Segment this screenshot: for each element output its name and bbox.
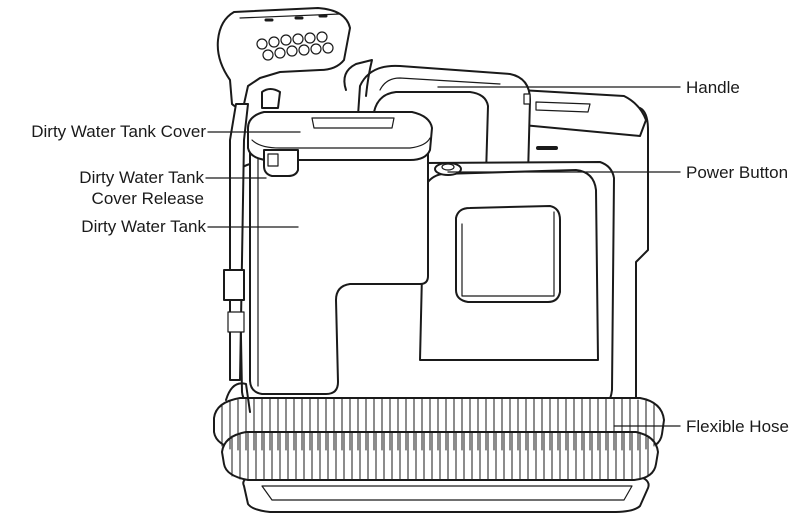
release-button bbox=[267, 153, 279, 167]
label-cover-release-line1: Dirty Water Tank bbox=[79, 168, 204, 187]
power-button-center bbox=[441, 163, 455, 171]
tool-nozzles bbox=[256, 31, 334, 61]
label-power-button: Power Button bbox=[686, 163, 789, 182]
label-flexible-hose: Flexible Hose bbox=[686, 417, 789, 436]
rear-cap bbox=[509, 89, 647, 137]
label-cover-release-line2: Cover Release bbox=[91, 189, 204, 208]
front-inset-edge bbox=[461, 211, 555, 297]
side-clip-lower bbox=[227, 311, 245, 333]
tool-hose bbox=[229, 103, 249, 381]
handle-left-mount bbox=[343, 59, 373, 97]
handle-grip-line bbox=[379, 77, 501, 91]
hose-ribs bbox=[221, 398, 655, 481]
side-clip bbox=[223, 269, 245, 301]
front-inset bbox=[455, 205, 561, 303]
rear-vent bbox=[535, 101, 591, 113]
spray-tool bbox=[216, 7, 351, 108]
flexible-hose bbox=[213, 382, 665, 481]
handle-clip bbox=[523, 93, 531, 105]
dirty-water-tank bbox=[249, 139, 429, 395]
cover-vent bbox=[311, 117, 395, 129]
label-dirty-water-tank: Dirty Water Tank bbox=[81, 217, 206, 236]
label-handle: Handle bbox=[686, 78, 740, 97]
base-tray-inner bbox=[261, 485, 633, 501]
leader-lines bbox=[205, 86, 681, 427]
label-dirty-water-tank-cover: Dirty Water Tank Cover bbox=[31, 122, 206, 141]
tool-slots bbox=[264, 14, 328, 22]
tool-connector bbox=[261, 88, 281, 109]
handle bbox=[353, 64, 531, 176]
cover-rim bbox=[251, 137, 431, 149]
